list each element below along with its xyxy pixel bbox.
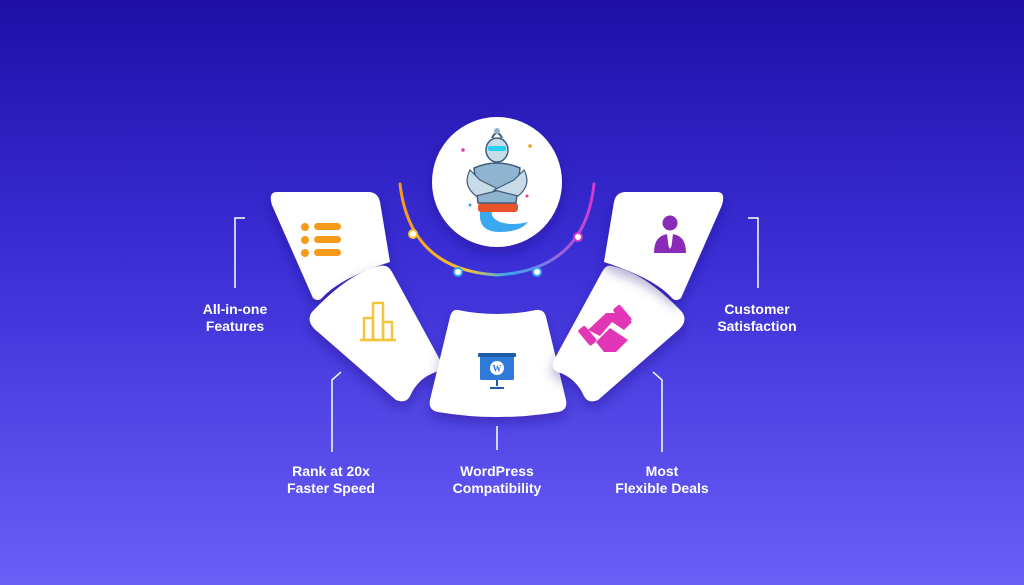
svg-text:W: W (493, 364, 502, 374)
card-customer[interactable] (604, 192, 724, 300)
label-rank-speed: Rank at 20x Faster Speed (256, 463, 406, 497)
center-badge (432, 117, 562, 247)
label-line: All-in-one (202, 301, 268, 317)
label-all-in-one: All-in-one Features (160, 301, 310, 335)
connector-all-in-one (234, 217, 245, 288)
label-line: Rank at 20x (292, 463, 370, 479)
progress-arc (398, 182, 596, 277)
label-wordpress: WordPress Compatibility (422, 463, 572, 497)
card-flexible-deals[interactable] (552, 265, 685, 402)
bar-chart-icon (360, 301, 396, 342)
list-icon (301, 223, 341, 257)
label-line: WordPress (460, 463, 534, 479)
card-all-in-one[interactable] (270, 192, 390, 300)
label-line: Features (205, 318, 265, 334)
customer-icon (654, 215, 686, 253)
arc-node (532, 267, 542, 277)
card-rank-speed[interactable] (309, 265, 442, 402)
arc-node (573, 232, 583, 242)
connector-flexible-deals (652, 371, 663, 452)
label-line: Customer (724, 301, 790, 317)
arc-node (453, 267, 463, 277)
wordpress-screen-icon: W (478, 353, 516, 389)
label-line: Faster Speed (287, 480, 375, 496)
label-flexible-deals: Most Flexible Deals (587, 463, 737, 497)
connector-customer (748, 217, 759, 288)
genie-mascot-icon (461, 128, 532, 232)
label-line: Satisfaction (717, 318, 797, 334)
card-wordpress[interactable]: W (429, 309, 567, 417)
connector-rank-speed (331, 371, 342, 452)
label-line: Compatibility (452, 480, 542, 496)
handshake-icon (578, 304, 632, 352)
label-customer: Customer Satisfaction (682, 301, 832, 335)
arc-node (408, 229, 418, 239)
label-line: Most (645, 463, 679, 479)
label-line: Flexible Deals (615, 480, 709, 496)
